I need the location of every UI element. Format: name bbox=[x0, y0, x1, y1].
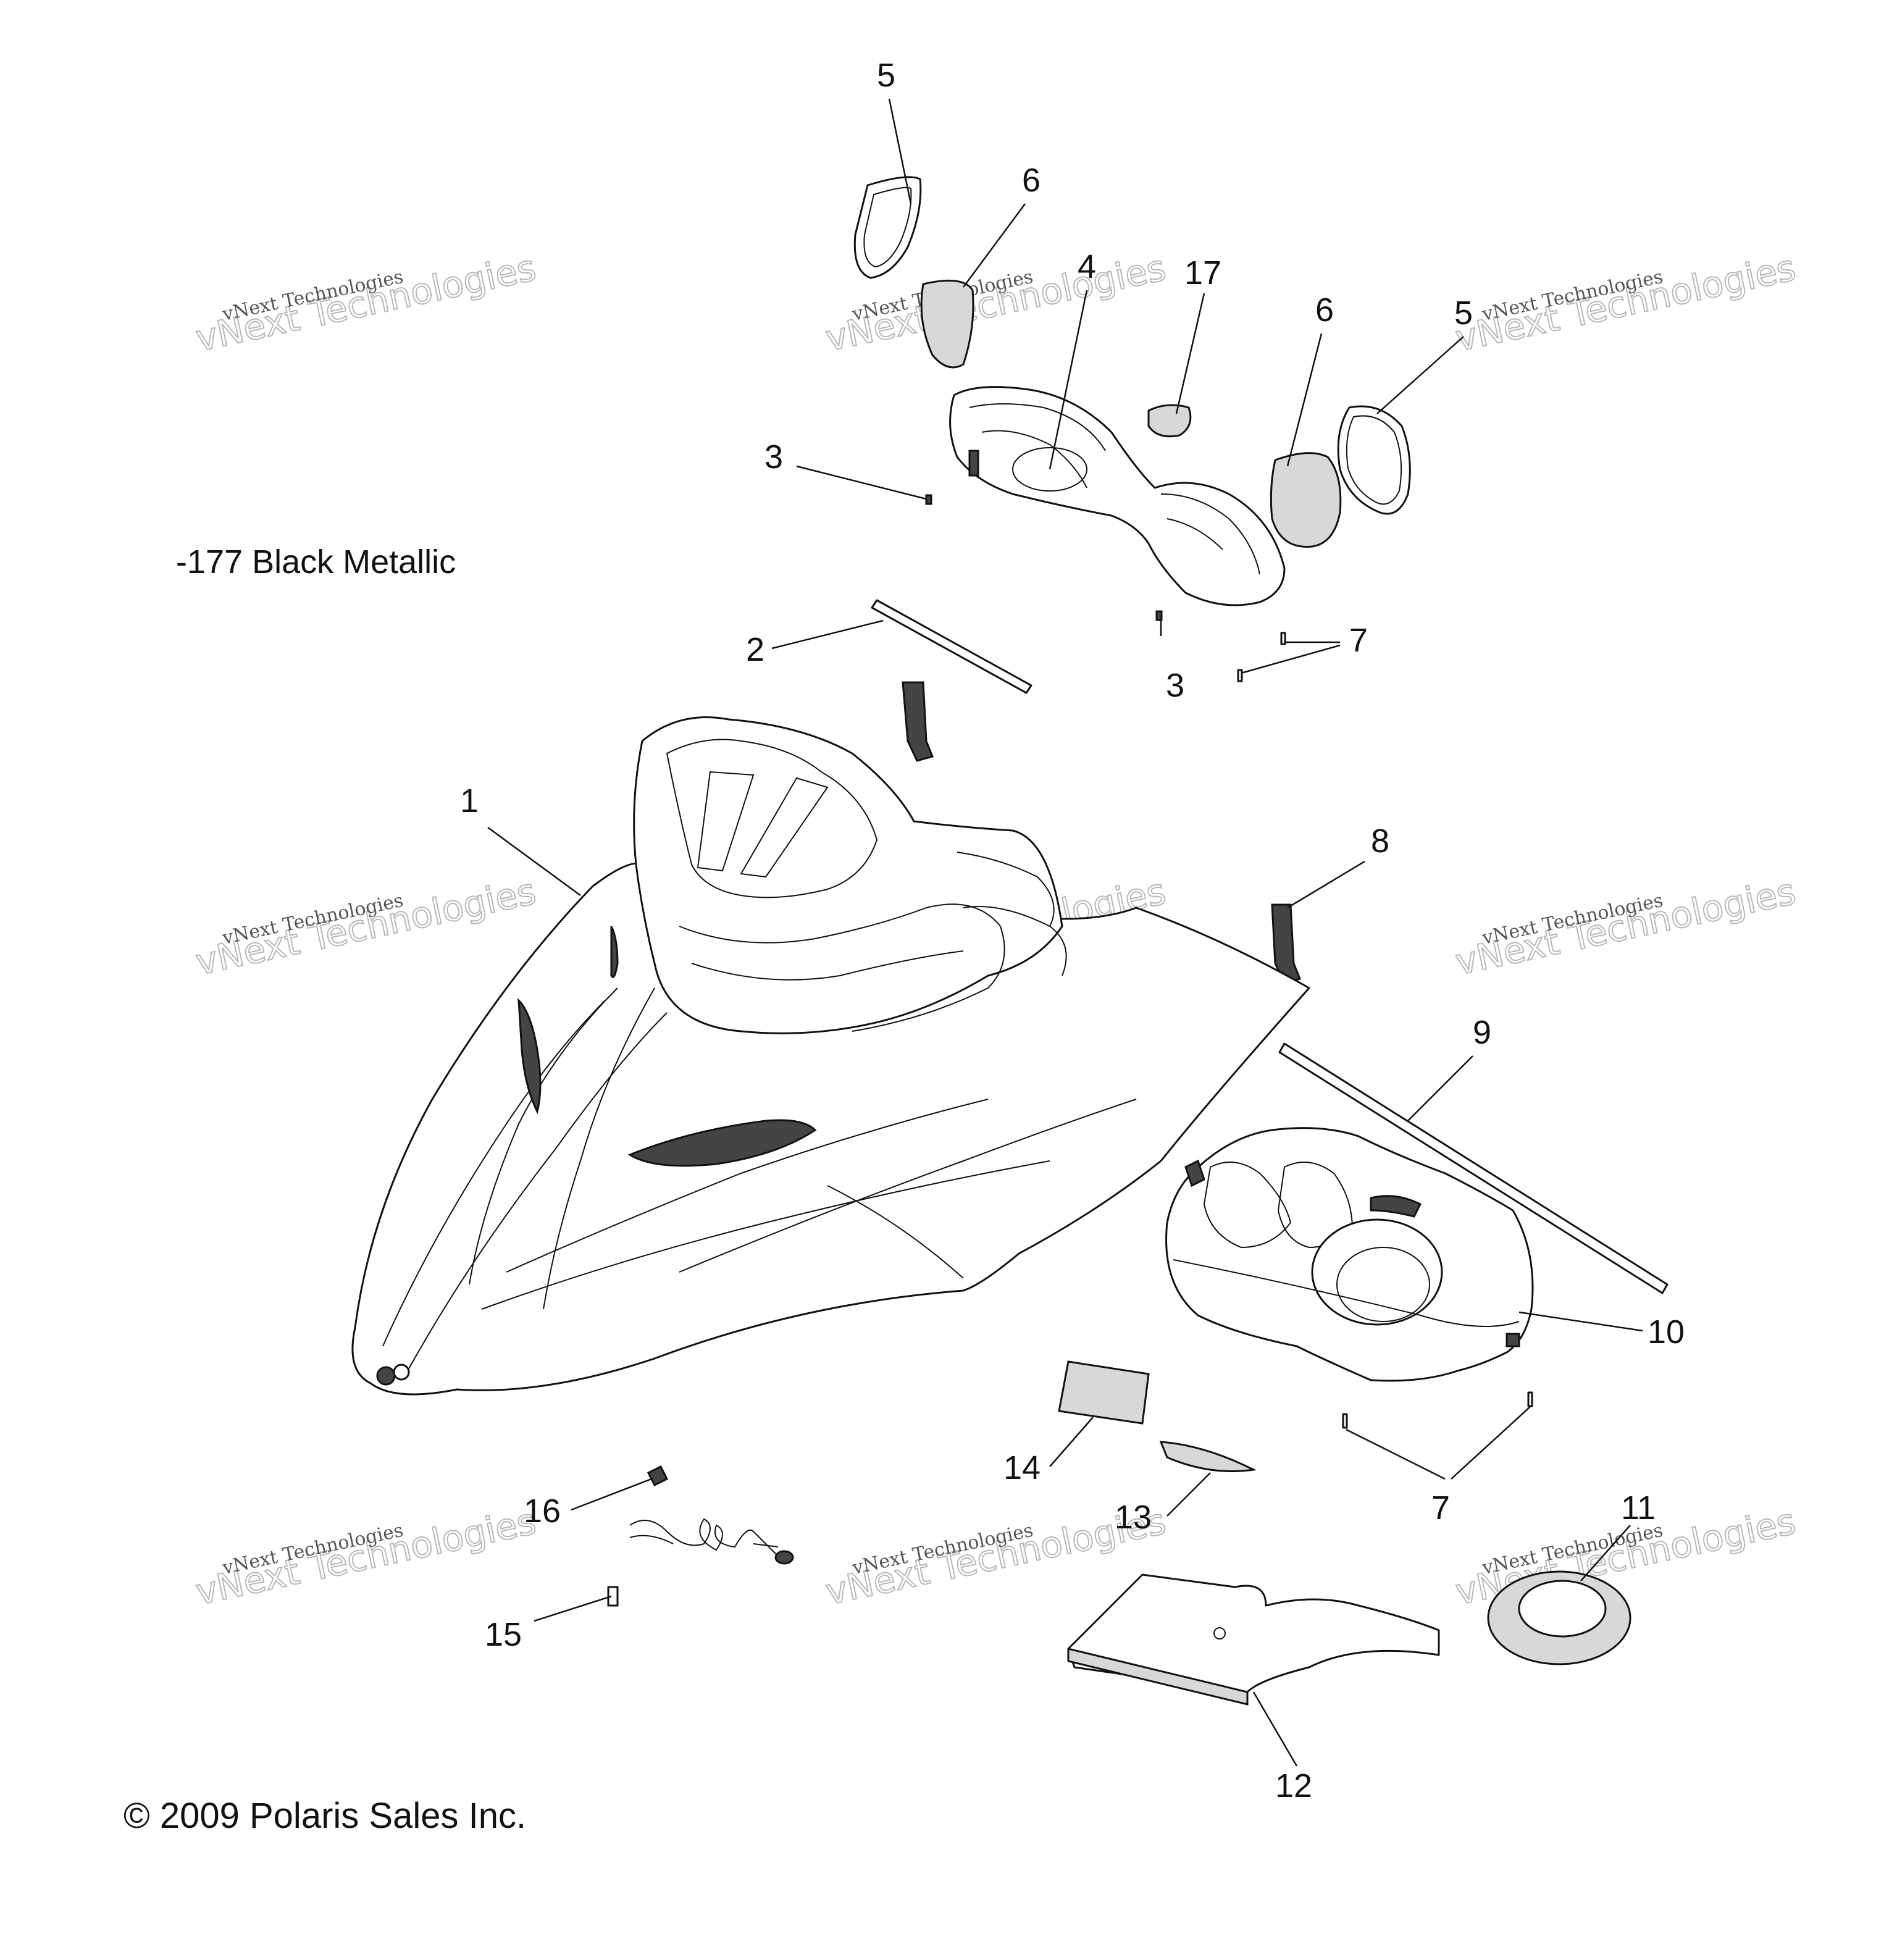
leader-7b-1 bbox=[1346, 1428, 1446, 1480]
callout-13: 13 bbox=[1115, 1499, 1152, 1536]
part-3-screw-b bbox=[1155, 610, 1163, 621]
callout-7: 7 bbox=[1349, 622, 1368, 659]
callout-9: 9 bbox=[1473, 1014, 1491, 1051]
callout-6: 6 bbox=[1315, 291, 1334, 329]
part-1-hood bbox=[351, 716, 1310, 1396]
callout-15: 15 bbox=[485, 1616, 522, 1653]
callout-10: 10 bbox=[1648, 1313, 1685, 1351]
part-6-lens-right bbox=[1270, 452, 1342, 548]
watermark: vNext Technologies vNext Technologies bbox=[191, 1499, 540, 1614]
leader-8 bbox=[1287, 860, 1365, 909]
watermark: vNext Technologies vNext Technologies bbox=[191, 869, 540, 984]
part-14-decal bbox=[1058, 1360, 1150, 1425]
leader-14 bbox=[1049, 1417, 1094, 1467]
watermark: vNext Technologies vNext Technologies bbox=[1451, 869, 1799, 984]
copyright-notice: © 2009 Polaris Sales Inc. bbox=[124, 1796, 526, 1836]
leader-17 bbox=[1175, 293, 1205, 414]
leader-9 bbox=[1407, 1055, 1473, 1121]
leader-6b bbox=[1286, 333, 1323, 467]
leader-6a bbox=[962, 203, 1026, 288]
watermark: vNext Technologies vNext Technologies bbox=[1451, 246, 1799, 360]
leader-1 bbox=[487, 826, 581, 897]
leader-15 bbox=[534, 1595, 612, 1622]
part-13-decal bbox=[1159, 1441, 1257, 1472]
part-12-shield bbox=[1067, 1573, 1440, 1706]
callout-7: 7 bbox=[1431, 1489, 1450, 1527]
leader-12 bbox=[1252, 1691, 1298, 1767]
part-4-gauge-housing bbox=[949, 386, 1286, 606]
part-7-pin-c bbox=[1342, 1413, 1348, 1429]
part-15-screw bbox=[607, 1586, 619, 1607]
leader-2 bbox=[771, 619, 884, 650]
callout-12: 12 bbox=[1275, 1767, 1312, 1804]
leader-lines bbox=[487, 98, 1643, 1767]
callout-4: 4 bbox=[1078, 248, 1096, 285]
callout-labels: 5 6 4 17 6 5 3 2 3 7 1 8 9 10 14 13 7 16… bbox=[460, 57, 1685, 1804]
leader-7a-2 bbox=[1241, 644, 1341, 674]
part-7-pin-a bbox=[1280, 632, 1286, 645]
callout-6: 6 bbox=[1022, 162, 1041, 199]
leader-11 bbox=[1580, 1525, 1631, 1581]
part-5-bezel-right bbox=[1337, 405, 1411, 515]
leader-5a bbox=[888, 98, 912, 204]
part-8-clip bbox=[1271, 903, 1302, 984]
wiring-harness bbox=[629, 1518, 794, 1565]
leader-3a bbox=[796, 465, 927, 500]
callout-16: 16 bbox=[524, 1493, 561, 1530]
callout-3: 3 bbox=[1166, 667, 1184, 704]
leader-13 bbox=[1166, 1472, 1211, 1517]
part-9-rod bbox=[1278, 1042, 1669, 1294]
leader-16 bbox=[571, 1478, 652, 1511]
part-17-cap bbox=[1147, 404, 1192, 438]
color-caption: -177 Black Metallic bbox=[176, 543, 456, 580]
leader-7b-2 bbox=[1451, 1406, 1531, 1480]
part-7-pin-b bbox=[1237, 669, 1243, 682]
leader-4 bbox=[1049, 290, 1088, 470]
callout-17: 17 bbox=[1184, 254, 1221, 291]
leader-5b bbox=[1376, 336, 1464, 414]
callout-1: 1 bbox=[460, 782, 479, 819]
part-6-lens-left bbox=[920, 279, 974, 369]
callout-8: 8 bbox=[1371, 823, 1389, 860]
watermark: vNext Technologies vNext Technologies bbox=[191, 246, 540, 360]
callout-5: 5 bbox=[1454, 295, 1473, 332]
callout-3: 3 bbox=[764, 438, 783, 475]
part-10-dash-panel bbox=[1165, 1127, 1534, 1382]
leader-10 bbox=[1518, 1311, 1643, 1332]
part-5-bezel-left bbox=[853, 176, 922, 279]
callout-5: 5 bbox=[877, 57, 895, 94]
callout-14: 14 bbox=[1003, 1449, 1041, 1486]
callout-2: 2 bbox=[746, 631, 764, 668]
part-3-screw-a bbox=[925, 494, 932, 505]
callout-11: 11 bbox=[1621, 1489, 1656, 1527]
part-11-foam-ring bbox=[1487, 1570, 1631, 1665]
part-16-nut bbox=[647, 1465, 669, 1487]
part-8-clip-upper bbox=[902, 681, 934, 762]
part-2-rod bbox=[871, 599, 1032, 694]
part-7-pin-d bbox=[1527, 1391, 1533, 1407]
